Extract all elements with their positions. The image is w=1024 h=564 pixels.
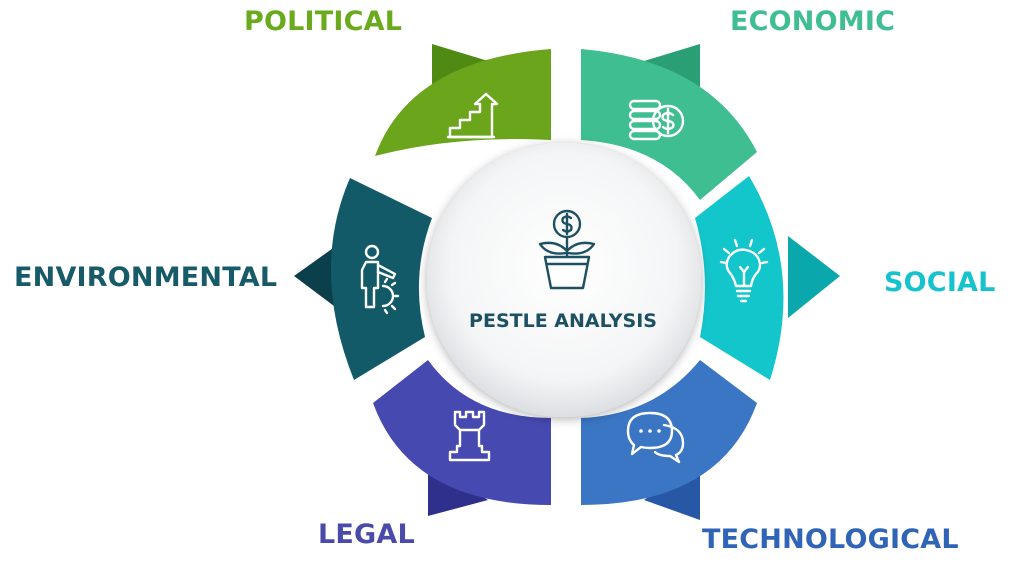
segment-legal[interactable] <box>373 360 551 505</box>
segment-social[interactable] <box>695 176 784 380</box>
growth-chart-icon <box>446 92 499 139</box>
money-plant-icon <box>538 209 596 290</box>
label-legal: LEGAL <box>318 519 415 550</box>
label-technological: TECHNOLOGICAL <box>702 524 959 555</box>
label-economic: ECONOMIC <box>730 6 896 37</box>
segment-environmental[interactable] <box>330 178 432 380</box>
chat-bubbles-icon <box>626 411 685 464</box>
center-title: PESTLE ANALYSIS <box>469 310 657 332</box>
label-political: POLITICAL <box>244 6 403 37</box>
chess-rook-icon <box>448 410 491 462</box>
coins-icon <box>628 99 685 141</box>
label-environmental: ENVIRONMENTAL <box>14 262 278 293</box>
social-tab <box>788 236 840 318</box>
segment-technological[interactable] <box>581 360 757 505</box>
person-gear-icon <box>360 244 400 315</box>
center-circle <box>427 143 701 417</box>
label-social: SOCIAL <box>884 267 996 298</box>
segment-political[interactable] <box>375 49 551 156</box>
lightbulb-icon <box>719 238 769 303</box>
